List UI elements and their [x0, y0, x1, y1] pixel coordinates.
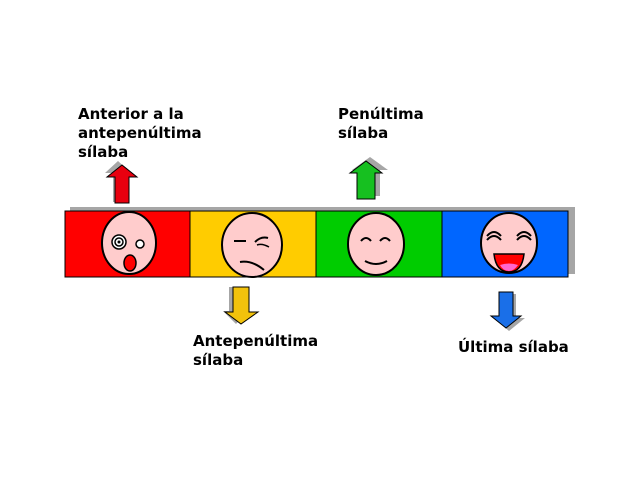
label-last: Última sílaba [458, 338, 569, 356]
smiling-face-icon [347, 212, 405, 276]
arrow-up-icon [348, 157, 388, 200]
laughing-face-icon [480, 212, 538, 274]
arrow-down-icon [489, 291, 525, 331]
label-antepenultimate: Antepenúltima sílaba [193, 332, 319, 369]
surprised-face-icon [101, 211, 157, 275]
label-penultimate: Penúltima sílaba [338, 105, 424, 142]
label-before-antepenultimate: Anterior a la antepenúltima sílaba [78, 105, 202, 161]
annoyed-face-icon [221, 212, 283, 278]
arrow-down-icon [223, 286, 260, 325]
arrow-up-icon [105, 161, 139, 204]
